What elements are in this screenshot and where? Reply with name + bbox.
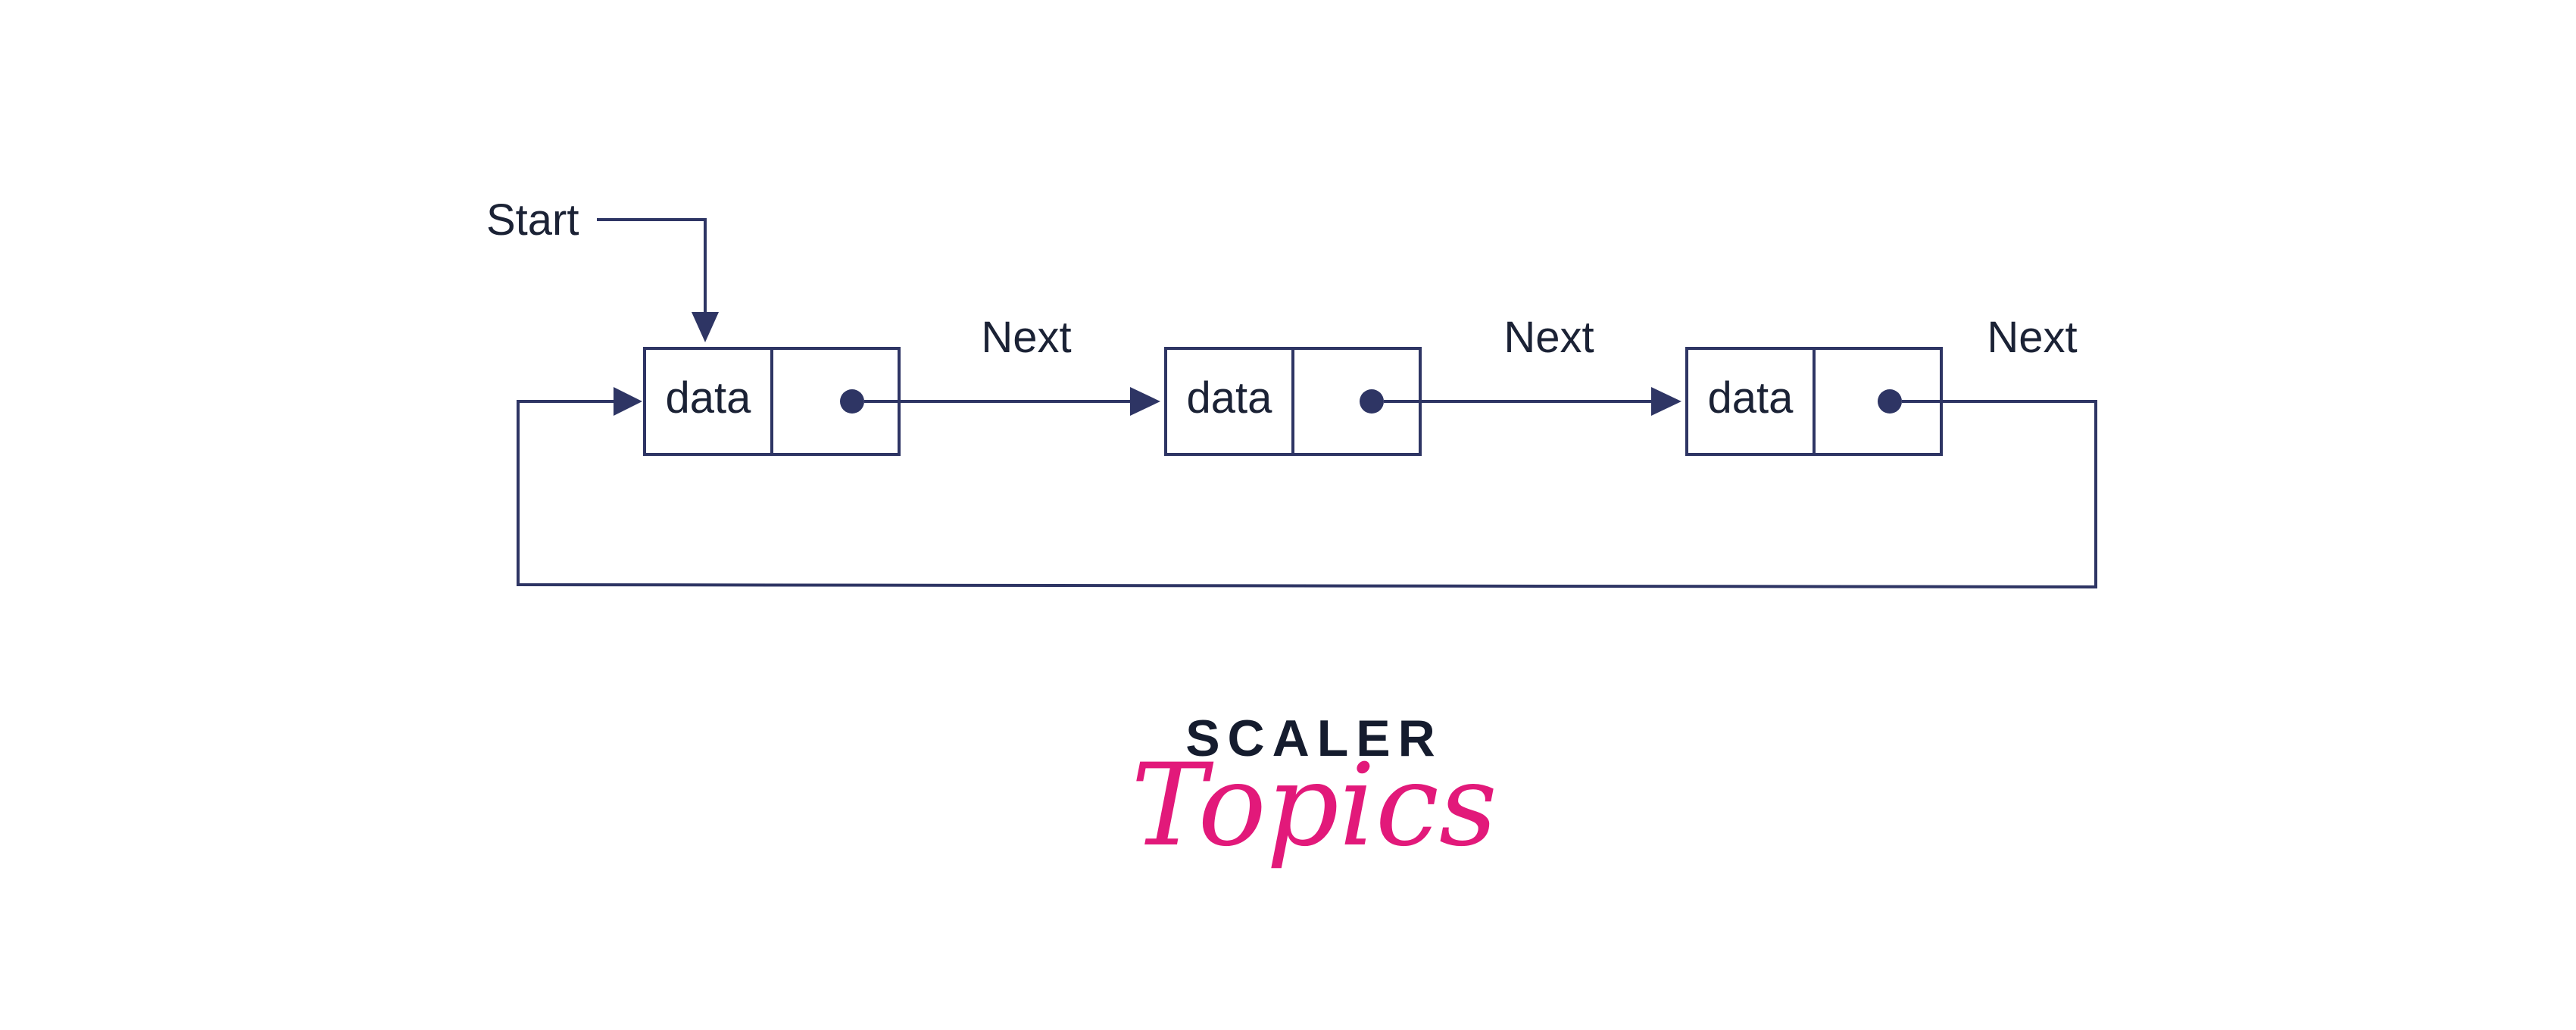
- node-2-data-label: data: [1187, 373, 1273, 423]
- start-pointer-arrow: [597, 218, 707, 337]
- link-2-to-3-arrowhead: [1651, 387, 1681, 416]
- node-1: data: [643, 347, 901, 456]
- scaler-topics-logo: SCALER Topics: [1131, 710, 1497, 872]
- wraparound-link: [517, 400, 2097, 589]
- logo-scaler-text: SCALER: [1185, 710, 1443, 767]
- node-2-pointer-dot: [1360, 389, 1384, 414]
- logo-topics-text: Topics: [1131, 740, 1497, 872]
- node-3: data: [1685, 347, 1943, 456]
- node-1-pointer-dot: [840, 389, 864, 414]
- node-3-data-label: data: [1708, 373, 1794, 423]
- node-1-next-label: Next: [981, 313, 1071, 362]
- node-2-next-label: Next: [1503, 313, 1594, 362]
- node-3-pointer-dot: [1878, 389, 1902, 414]
- start-pointer-arrowhead: [692, 312, 719, 342]
- node-2: data: [1164, 347, 1422, 456]
- start-label: Start: [486, 195, 579, 245]
- link-1-to-2-arrowhead: [1130, 387, 1160, 416]
- wraparound-link-arrowhead: [614, 387, 642, 416]
- node-1-data-label: data: [666, 373, 752, 423]
- node-3-next-label: Next: [1987, 313, 2077, 362]
